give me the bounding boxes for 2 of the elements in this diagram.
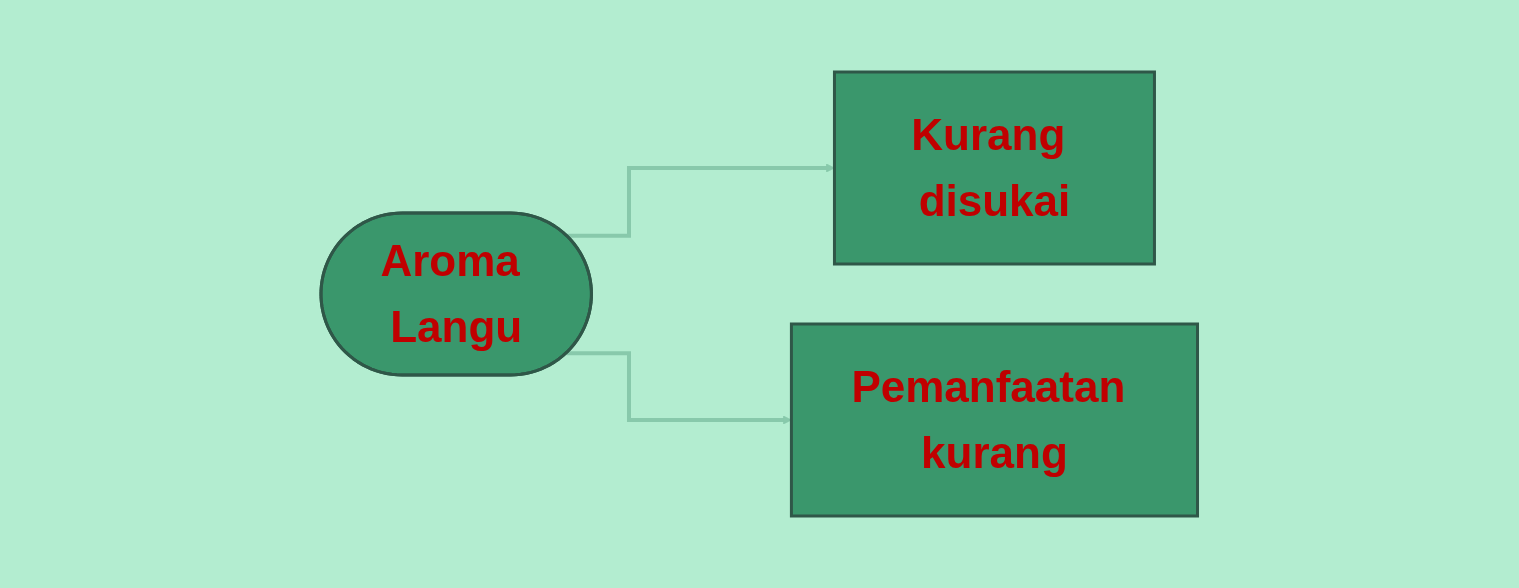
node-box: Pemanfaatan kurang bbox=[790, 322, 1200, 518]
node-box: Kurang disukai bbox=[833, 70, 1157, 266]
